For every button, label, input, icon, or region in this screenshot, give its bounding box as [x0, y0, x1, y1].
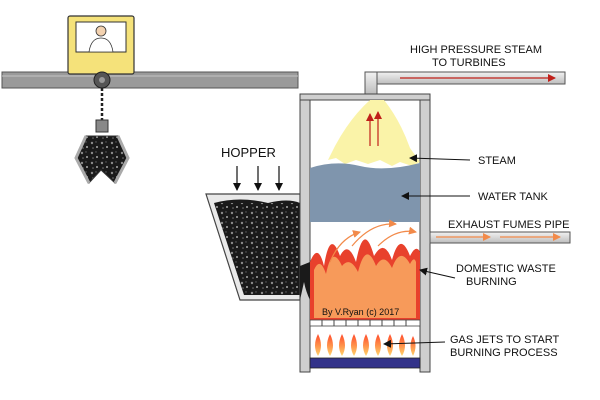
- crane-cab: [67, 15, 135, 89]
- gas-label-line1: GAS JETS TO START: [450, 334, 559, 346]
- exhaust-pipe: [429, 231, 571, 244]
- steam-label: STEAM: [478, 155, 516, 167]
- burning-waste: [300, 219, 420, 320]
- grate: [309, 319, 421, 327]
- crane-rail: [1, 71, 299, 89]
- waste-label-line2: BURNING: [466, 276, 517, 288]
- steam-out-label-line2: TO TURBINES: [432, 57, 506, 69]
- gas-jets: [309, 334, 421, 369]
- hopper-label: HOPPER: [221, 145, 276, 160]
- exhaust-label: EXHAUST FUMES PIPE: [448, 219, 569, 231]
- credit-text: By V.Ryan (c) 2017: [322, 307, 399, 317]
- water-tank: [310, 163, 420, 222]
- label-pointers: [383, 154, 471, 348]
- water-tank-label: WATER TANK: [478, 191, 549, 203]
- steam-out-label-line1: HIGH PRESSURE STEAM: [410, 44, 542, 56]
- crane-operator-icon: [88, 25, 114, 53]
- waste-pile: [214, 203, 300, 295]
- steam-cloud: [328, 100, 420, 166]
- hopper: [205, 193, 301, 301]
- grab-bucket: [74, 119, 130, 184]
- steam-pipe: [364, 71, 566, 95]
- hopper-arrows: [233, 166, 283, 191]
- waste-label-line1: DOMESTIC WASTE: [456, 263, 556, 275]
- gas-label-line2: BURNING PROCESS: [450, 347, 558, 359]
